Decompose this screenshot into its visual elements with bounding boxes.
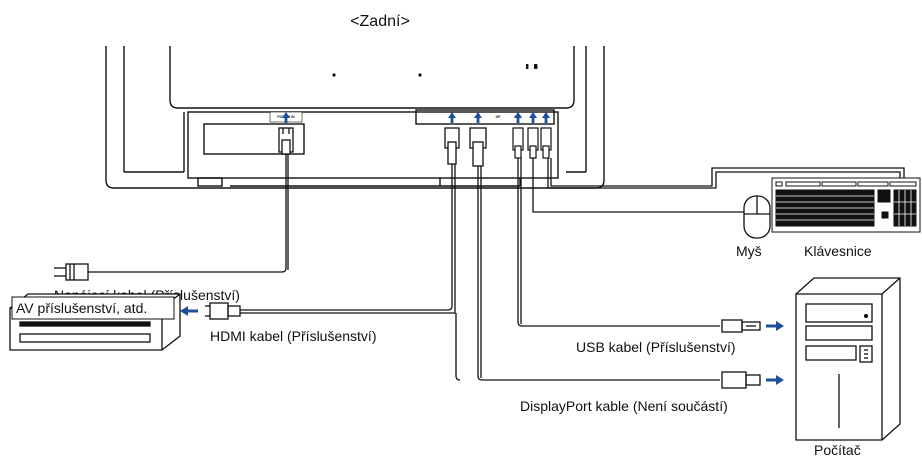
power-cable-plug-icon: [54, 263, 89, 281]
hdmi-cable-av-plug-icon: [205, 302, 241, 320]
usb-port-arrow-1-icon: [514, 112, 522, 123]
usb-cable-pc-plug-icon: [721, 319, 761, 333]
av-device-label-box: [11, 296, 175, 320]
computer-tower-icon: [795, 277, 901, 441]
hdmi-cable-label: HDMI kabel (Příslušenství): [210, 328, 376, 344]
usb-pc-arrow-icon: [766, 321, 784, 331]
dp-plug-icon: [469, 127, 487, 167]
usb-port-arrow-3-icon: [542, 112, 550, 123]
page-title: <Zadní>: [350, 13, 410, 30]
computer-label: Počítač: [814, 442, 861, 458]
hdmi-plug-icon: [444, 127, 460, 165]
dp-port-label: DP: [496, 115, 501, 119]
monitor-rear: [105, 46, 605, 189]
dp-port-arrow-icon: [474, 112, 482, 123]
dp-pc-arrow-icon: [766, 375, 784, 385]
hdmi-port-arrow-icon: [448, 112, 456, 123]
av-device-label: AV příslušenství, atd.: [16, 300, 147, 316]
usb-port-arrow-2-icon: [529, 112, 537, 123]
cables: [88, 154, 905, 381]
keyboard-icon: [771, 177, 921, 233]
mouse-icon: [743, 195, 771, 239]
dp-cable-pc-plug-icon: [721, 371, 761, 389]
monitor-screws: [332, 64, 538, 77]
dp-cable-label: DisplayPort kable (Není součástí): [520, 398, 728, 414]
av-arrow-icon: [180, 306, 198, 316]
mouse-label: Myš: [736, 243, 762, 259]
usb-plugs-icon: [512, 127, 552, 159]
keyboard-label: Klávesnice: [804, 243, 872, 259]
power-plug-icon: [278, 127, 294, 155]
usb-cable-label: USB kabel (Příslušenství): [576, 339, 736, 355]
